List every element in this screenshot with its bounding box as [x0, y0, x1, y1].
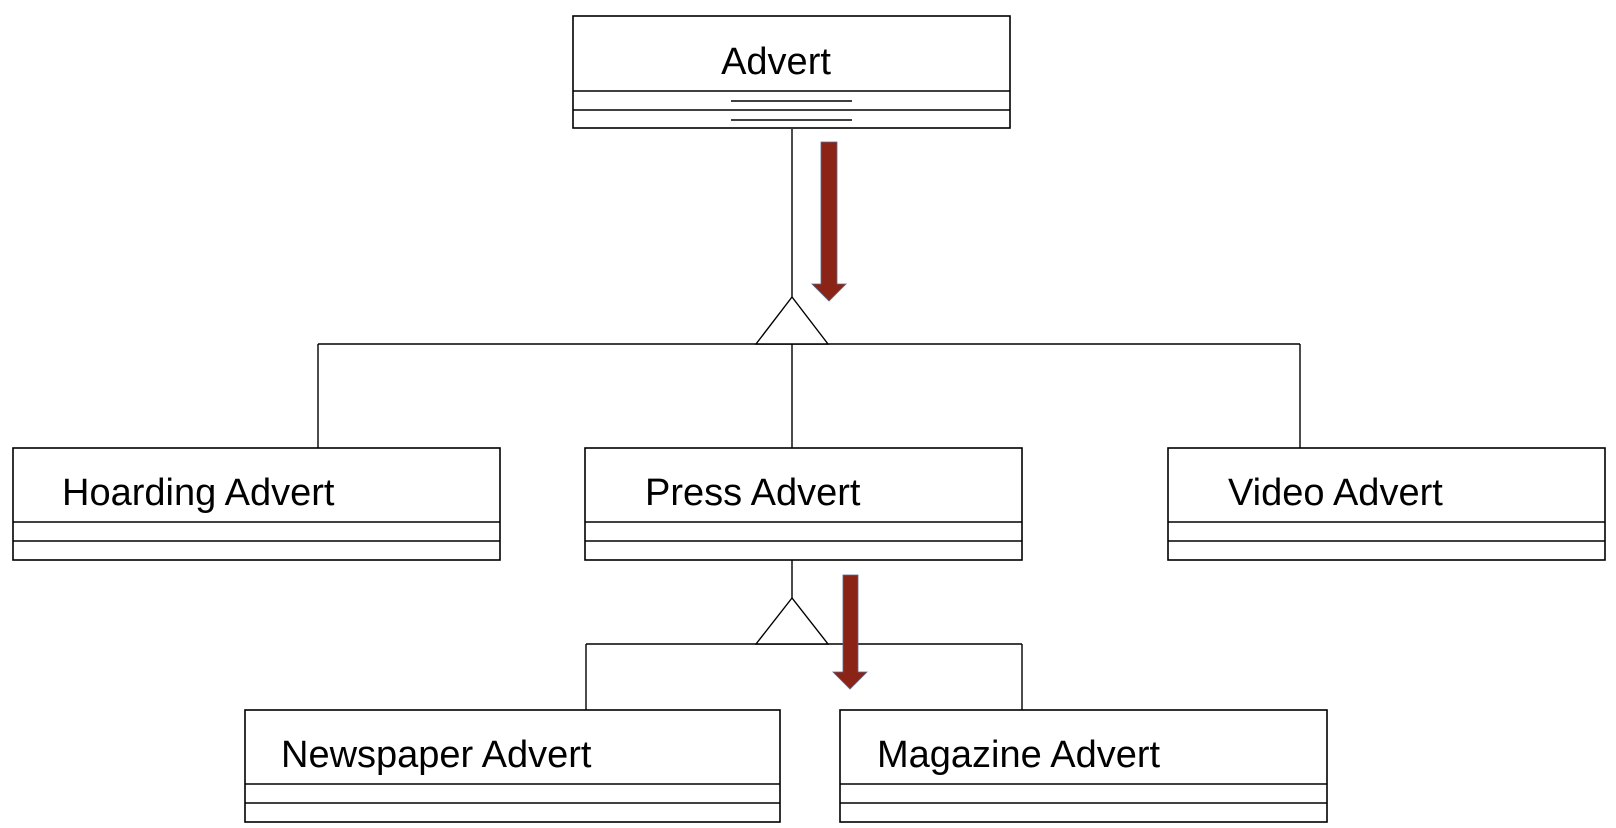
class-name-hoarding-advert: Hoarding Advert — [62, 472, 335, 514]
class-name-magazine-advert: Magazine Advert — [877, 734, 1160, 776]
class-name-press-advert: Press Advert — [645, 472, 861, 514]
down-arrow-icon-upper — [811, 141, 847, 302]
down-arrow-icon-lower — [832, 574, 868, 690]
class-name-advert: Advert — [721, 41, 831, 83]
down-arrow-upper-shape — [811, 141, 847, 302]
class-box-press-advert: Press Advert — [584, 447, 1023, 561]
class-box-newspaper-advert: Newspaper Advert — [244, 709, 781, 823]
class-name-newspaper-advert: Newspaper Advert — [281, 734, 592, 776]
class-box-video-advert: Video Advert — [1167, 447, 1606, 561]
generalization-triangle-press — [754, 596, 830, 645]
class-box-advert: Advert — [572, 15, 1011, 129]
class-box-magazine-advert: Magazine Advert — [839, 709, 1328, 823]
class-name-video-advert: Video Advert — [1228, 472, 1443, 514]
down-arrow-lower-shape — [832, 574, 868, 690]
class-box-hoarding-advert: Hoarding Advert — [12, 447, 501, 561]
generalization-triangle-advert — [754, 295, 830, 345]
